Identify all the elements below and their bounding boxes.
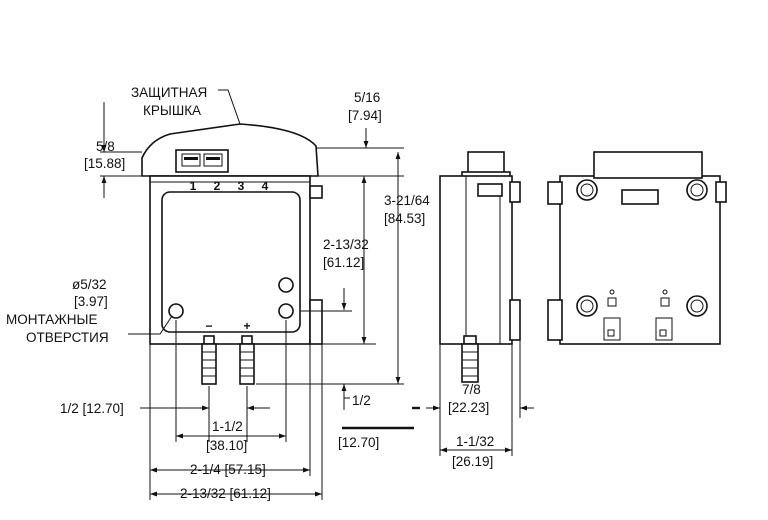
holes-label-line2: ОТВЕРСТИЯ bbox=[26, 330, 109, 345]
dim-61-12-vertical: [61.12] bbox=[323, 255, 364, 270]
holes-label-line1: МОНТАЖНЫЕ bbox=[6, 312, 97, 327]
pressure-fitting-right bbox=[239, 335, 255, 385]
front-view: − + 1 2 3 4 bbox=[141, 123, 323, 385]
cover-label-line2: КРЫШКА bbox=[143, 103, 201, 118]
dim-3-97: [3.97] bbox=[74, 294, 108, 309]
dim-half: 1/2 bbox=[352, 393, 371, 408]
dim-half-inch-spacing: 1/2 [12.70] bbox=[60, 401, 124, 416]
dim-12-70: [12.70] bbox=[338, 435, 379, 450]
terminal-number-1: 1 bbox=[190, 179, 197, 193]
front-panel bbox=[161, 191, 301, 333]
dim-84-53: [84.53] bbox=[384, 211, 425, 226]
rear-view bbox=[547, 151, 727, 345]
side-view bbox=[439, 151, 521, 383]
dim-15-88: [15.88] bbox=[84, 156, 125, 171]
dim-hole-diameter: ø5/32 bbox=[72, 277, 107, 292]
dim-26-19: [26.19] bbox=[452, 454, 493, 469]
pressure-fitting-left bbox=[201, 335, 217, 385]
dim-3-21-64: 3-21/64 bbox=[384, 193, 430, 208]
terminal-number-3: 3 bbox=[238, 179, 245, 193]
annotations: ЗАЩИТНАЯ КРЫШКА 5/16 [7.94] 5/8 [15.88] … bbox=[6, 85, 494, 501]
cover-label-line1: ЗАЩИТНАЯ bbox=[131, 85, 207, 100]
side-fitting bbox=[461, 335, 479, 383]
mounting-hole-top-right bbox=[278, 277, 294, 293]
terminal-number-4: 4 bbox=[262, 179, 269, 193]
dim-7-8: 7/8 bbox=[462, 382, 481, 397]
terminal-block bbox=[175, 149, 229, 173]
polarity-minus: − bbox=[205, 319, 212, 333]
polarity-plus: + bbox=[243, 319, 250, 333]
dim-2-13-32-horizontal: 2-13/32 [61.12] bbox=[180, 486, 271, 501]
dim-5-16: 5/16 bbox=[354, 90, 380, 105]
dim-2-13-32-vertical: 2-13/32 bbox=[323, 237, 369, 252]
terminal-number-2: 2 bbox=[214, 179, 221, 193]
dim-5-8: 5/8 bbox=[96, 139, 115, 154]
protective-cover bbox=[141, 123, 319, 177]
dim-1-1-32: 1-1/32 bbox=[456, 434, 494, 449]
rear-label-slot bbox=[621, 189, 659, 205]
dimension-lines bbox=[100, 89, 534, 500]
dim-38-10: [38.10] bbox=[206, 438, 247, 453]
mounting-hole-right bbox=[278, 303, 294, 319]
dim-7-94: [7.94] bbox=[348, 108, 382, 123]
dim-2-1-4: 2-1/4 [57.15] bbox=[190, 462, 266, 477]
mounting-hole-left bbox=[168, 303, 184, 319]
dim-1-1-2: 1-1/2 bbox=[212, 419, 243, 434]
dim-22-23: [22.23] bbox=[448, 400, 489, 415]
